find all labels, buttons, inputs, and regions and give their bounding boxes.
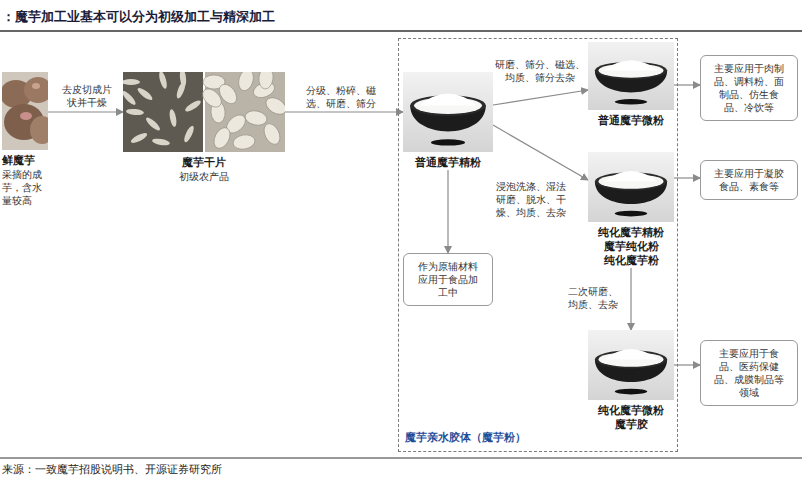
powder-bowl-photo [588, 152, 674, 222]
source-caption: 来源：一致魔芋招股说明书、开源证券研究所 [2, 463, 222, 477]
product-note: 采摘的成芋，含水量较高 [2, 168, 48, 207]
step-label: 去皮切成片状并干燥 [60, 83, 114, 109]
product-node: 普通魔芋微粉 [588, 42, 674, 128]
step-label: 浸泡洗涤、湿法研磨、脱水、干燥、均质、去杂 [495, 180, 567, 219]
product-node: 纯化魔芋精粉 魔芋纯化粉 纯化魔芋粉 [588, 152, 674, 268]
product-name: 魔芋干片 [123, 156, 285, 170]
box-text: 主要应用于凝胶食品、素食等 [713, 167, 785, 193]
powder-bowl-photo [588, 330, 674, 400]
caption-rule [0, 458, 802, 459]
product-node: 普通魔芋精粉 [403, 72, 493, 170]
title-rule [0, 30, 802, 32]
product-node: 鲜魔芋采摘的成芋，含水量较高 [2, 72, 48, 207]
process-arrow [48, 111, 123, 112]
application-box: 主要应用于食品、医药保健品、成膜制品等领域 [700, 340, 798, 406]
box-text: 主要应用于肉制品、调料粉、面制品、仿生食品、冷饮等 [713, 62, 785, 114]
group-frame: 魔芋亲水胶体（魔芋粉） 普通魔芋精粉 普通魔芋微粉纯化魔芋精粉 魔芋纯化粉 纯化魔芋… [398, 38, 678, 452]
process-arrow [493, 90, 588, 105]
product-node: 魔芋干片初级农产品 [123, 72, 285, 183]
product-note: 初级农产品 [123, 170, 285, 183]
figure-title: ：魔芋加工业基本可以分为初级加工与精深加工 [2, 8, 275, 26]
product-node: 纯化魔芋微粉 魔芋胶 [588, 330, 674, 432]
fresh-konjac-photo [2, 72, 48, 150]
step-label: 研磨、筛分、磁选、均质、筛分去杂 [494, 58, 586, 84]
application-box: 主要应用于凝胶食品、素食等 [700, 160, 798, 200]
process-arrow [630, 268, 631, 330]
product-name: 纯化魔芋微粉 魔芋胶 [588, 404, 674, 432]
powder-bowl-photo [403, 72, 493, 152]
step-label: 分级、粉碎、磁选、研磨、筛分 [305, 84, 377, 110]
application-box: 主要应用于肉制品、调料粉、面制品、仿生食品、冷饮等 [700, 55, 798, 121]
application-box: 作为原辅材料应用于食品加工中 [403, 253, 493, 306]
product-name: 普通魔芋微粉 [588, 114, 674, 128]
product-name: 普通魔芋精粉 [403, 156, 493, 170]
box-text: 主要应用于食品、医药保健品、成膜制品等领域 [713, 347, 785, 399]
group-label: 魔芋亲水胶体（魔芋粉） [405, 431, 526, 445]
step-label: 二次研磨、均质、去杂 [566, 285, 620, 311]
process-arrow [285, 111, 403, 112]
process-arrow [493, 125, 588, 180]
powder-bowl-photo [588, 42, 674, 110]
product-name: 纯化魔芋精粉 魔芋纯化粉 纯化魔芋粉 [588, 226, 674, 268]
process-arrow [447, 170, 448, 253]
box-text: 作为原辅材料应用于食品加工中 [416, 260, 480, 299]
product-name: 鲜魔芋 [2, 154, 48, 168]
dried-slices-photo [123, 72, 285, 152]
